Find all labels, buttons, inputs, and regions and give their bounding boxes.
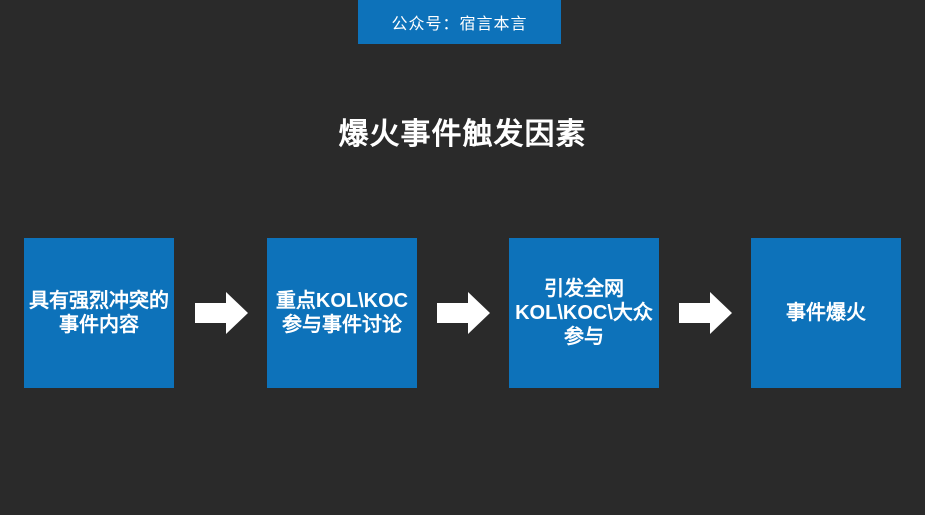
right-arrow-icon [195,292,248,334]
account-banner: 公众号：宿言本言 [358,0,561,44]
right-arrow-icon [679,292,732,334]
flow-step-1: 具有强烈冲突的 事件内容 [24,238,174,388]
flow-step-2-label: 重点KOL\KOC 参与事件讨论 [275,290,409,336]
flow-step-1-label: 具有强烈冲突的 事件内容 [29,290,169,336]
flow-step-3-label: 引发全网 KOL\KOC\大众 参与 [515,278,653,348]
account-banner-label: 公众号：宿言本言 [391,16,528,33]
page-title: 爆火事件触发因素 [338,118,587,151]
flow-step-2: 重点KOL\KOC 参与事件讨论 [267,238,417,388]
right-arrow-icon [437,292,490,334]
flow-step-4-label: 事件爆火 [786,302,866,324]
flow-step-4: 事件爆火 [751,238,901,388]
flow-step-3: 引发全网 KOL\KOC\大众 参与 [509,238,659,388]
